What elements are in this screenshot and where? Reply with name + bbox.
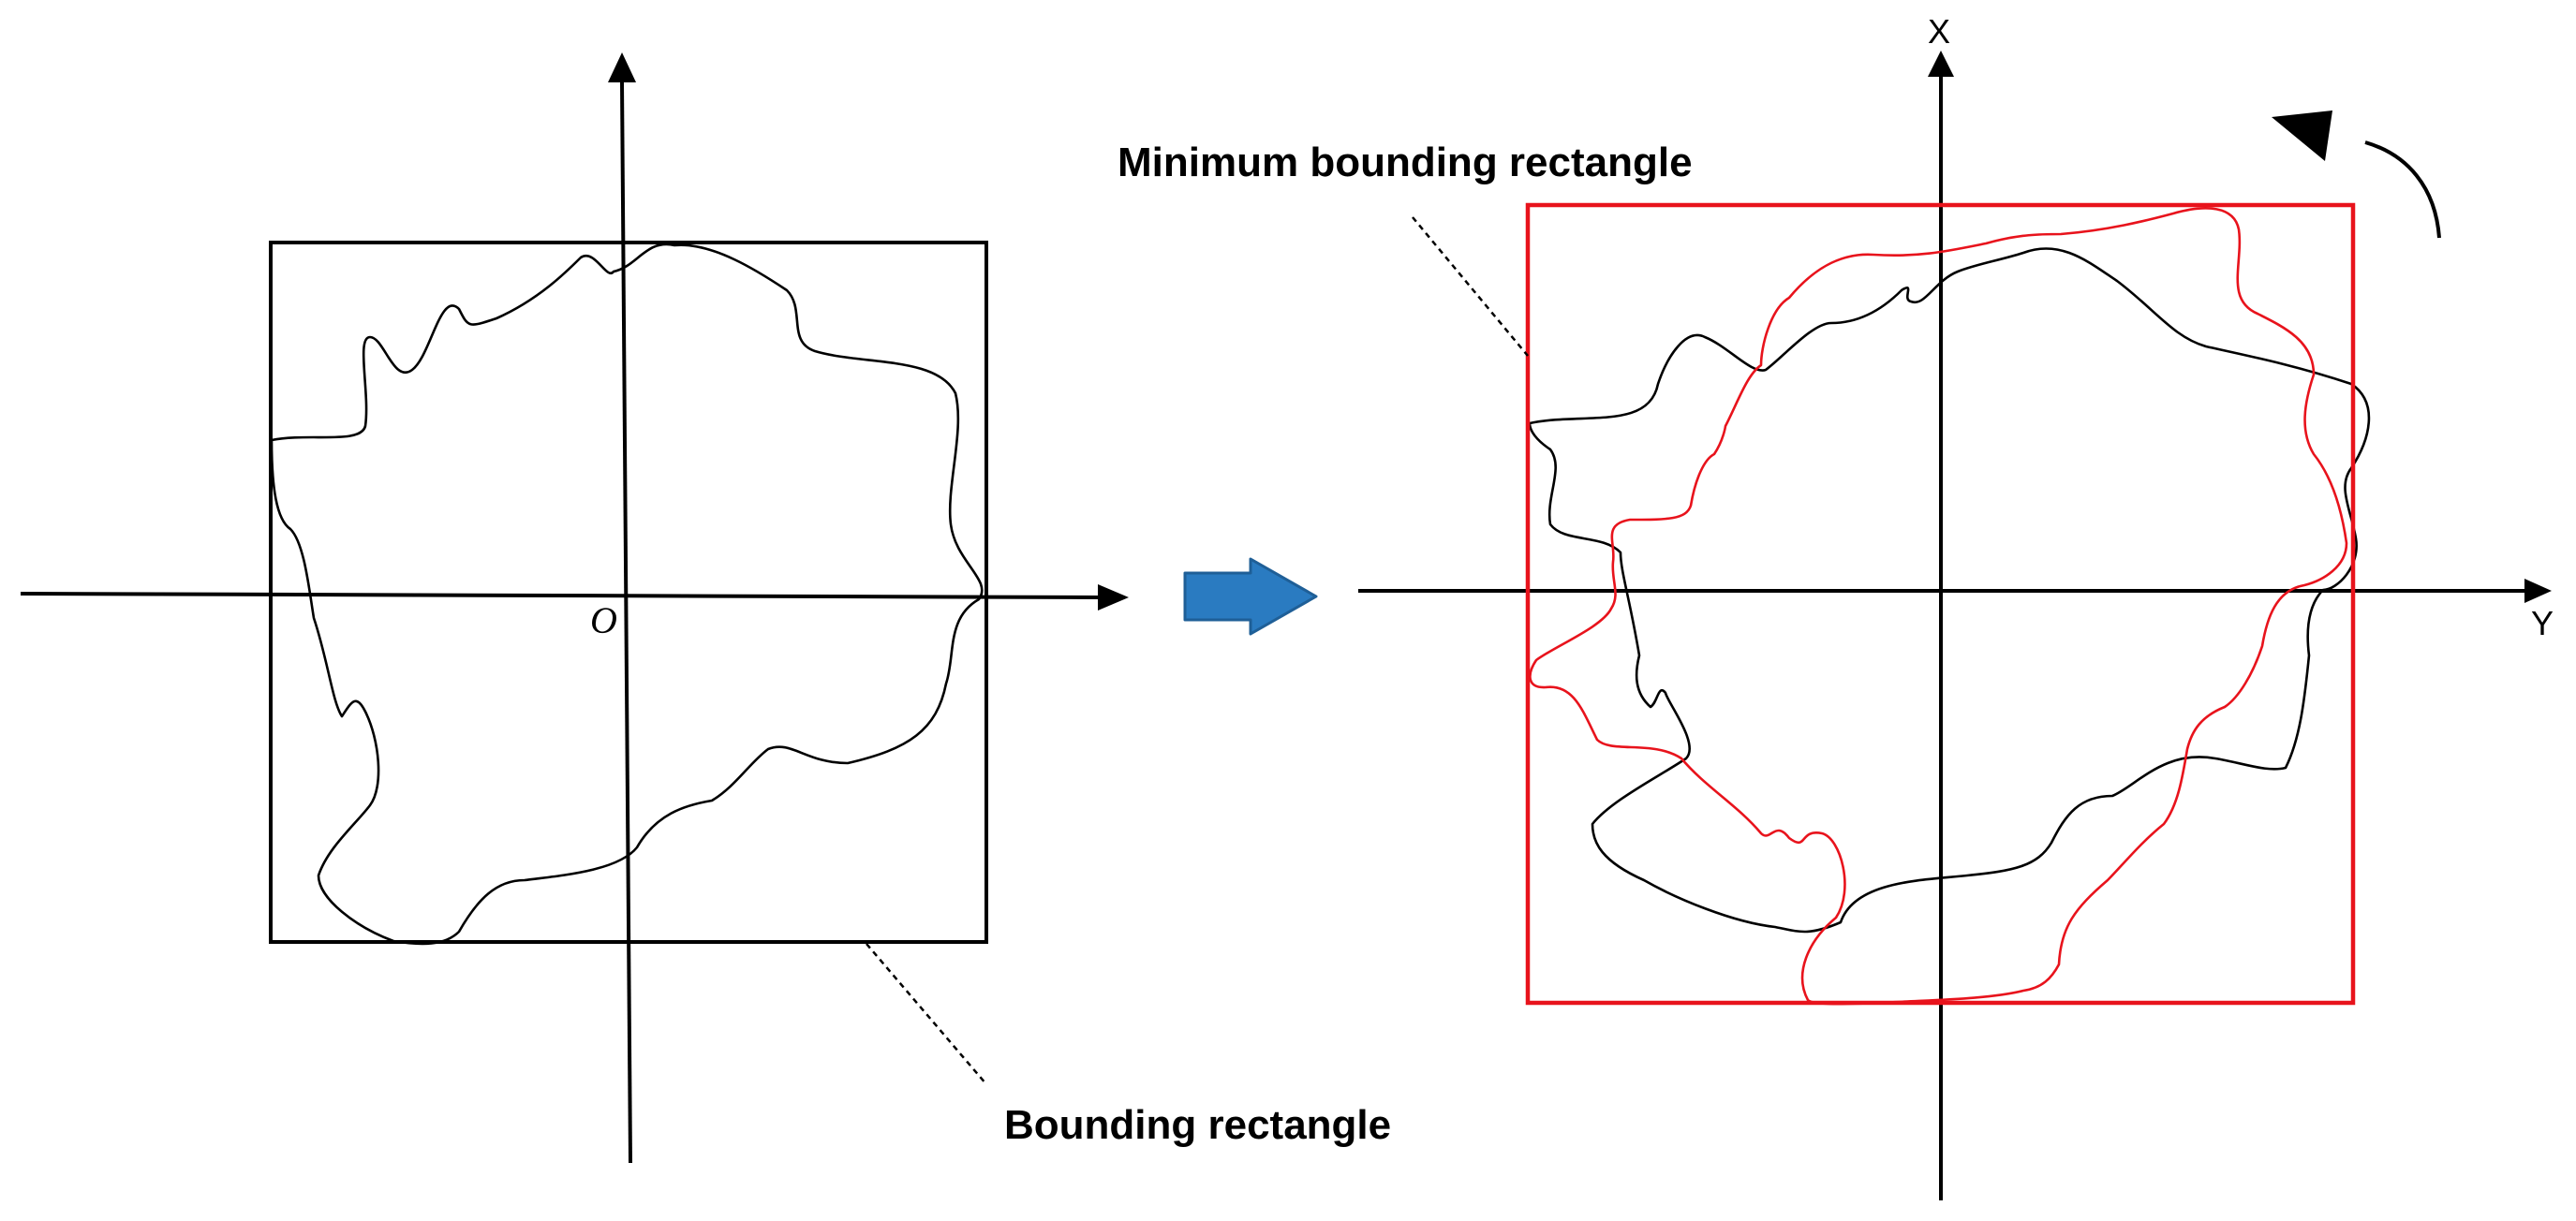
bounding-rectangle-leader-line [866, 943, 987, 1085]
minimum-bounding-rectangle-label: Minimum bounding rectangle [1118, 140, 1693, 185]
left-horizontal-axis-arrowhead [1098, 584, 1129, 610]
right-arrow-icon [1183, 557, 1318, 636]
origin-label: O [590, 599, 617, 641]
bounding-rectangle [269, 241, 988, 944]
left-vertical-axis [620, 81, 632, 1164]
rotated-contour [1529, 207, 2348, 1006]
y-axis-label: Y [2531, 604, 2554, 642]
left-vertical-axis-arrowhead [608, 52, 636, 82]
bounding-rectangle-label: Bounding rectangle [1004, 1102, 1391, 1148]
contour-outline [270, 243, 984, 946]
minimum-bounding-rectangle [1525, 202, 2356, 1006]
y-axis-arrowhead [2524, 579, 2552, 603]
right-panel: Y X [1358, 12, 2554, 1200]
left-horizontal-axis [20, 592, 1099, 599]
x-axis-label: X [1928, 12, 1950, 51]
counterclockwise-rotation-icon [2272, 110, 2441, 239]
original-contour [1528, 247, 2371, 934]
minimum-bounding-rectangle-leader-line [1412, 216, 1529, 357]
left-panel: O [20, 52, 1129, 1164]
x-axis-arrowhead [1928, 51, 1954, 77]
